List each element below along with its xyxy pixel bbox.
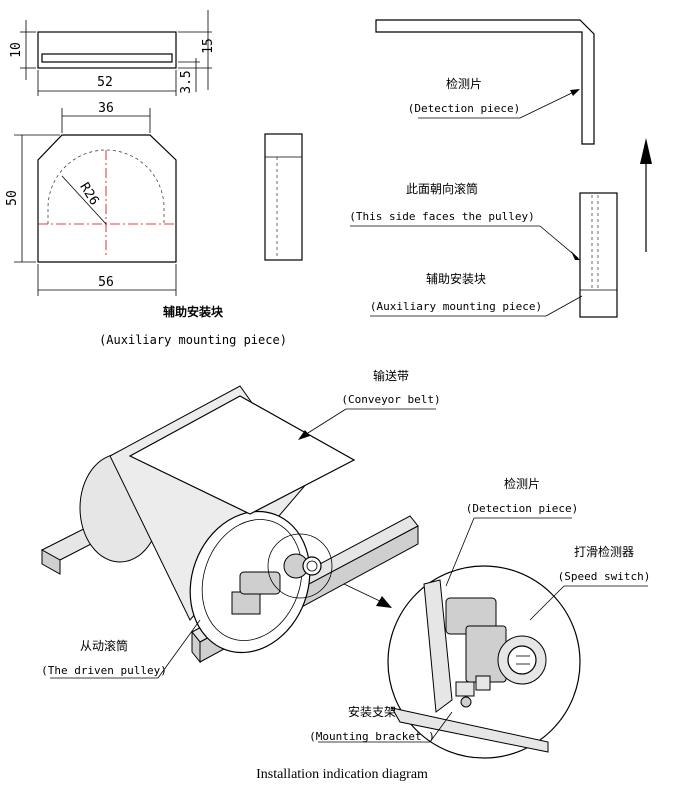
aux-block-en: (Auxiliary mounting piece) bbox=[370, 300, 542, 313]
belt-en: (Conveyor belt) bbox=[341, 393, 440, 406]
detection-piece-drawing bbox=[375, 19, 595, 145]
diagram-caption: Installation indication diagram bbox=[256, 767, 428, 782]
dim-15: 15 bbox=[201, 38, 216, 54]
detect-cn: 检测片 bbox=[504, 476, 540, 491]
assembly-leaders bbox=[50, 408, 648, 743]
detection-en: (Detection piece) bbox=[408, 102, 521, 115]
detect-en: (Detection piece) bbox=[466, 502, 579, 515]
detail-zoom-circle bbox=[387, 565, 581, 759]
side-view-drawing: 10 15 3.5 52 bbox=[9, 10, 216, 96]
dim-52: 52 bbox=[97, 75, 113, 90]
pulley-cn: 从动滚筒 bbox=[80, 638, 128, 653]
direction-arrow bbox=[640, 138, 652, 252]
detection-cn: 检测片 bbox=[446, 76, 482, 91]
belt-cn: 输送带 bbox=[373, 368, 409, 383]
dim-36: 36 bbox=[98, 101, 114, 116]
aux-piece-front-view: R26 36 50 56 bbox=[5, 101, 177, 296]
switch-en: (Speed switch) bbox=[558, 570, 651, 583]
switch-cn: 打滑检测器 bbox=[574, 544, 634, 559]
side-faces-cn: 此面朝向滚筒 bbox=[406, 181, 478, 196]
bracket-en: (Mounting bracket ) bbox=[309, 730, 435, 743]
aux-piece-side-view bbox=[264, 133, 303, 261]
bracket-cn: 安装支架 bbox=[348, 704, 396, 719]
aux-piece-title-cn: 辅助安装块 bbox=[163, 304, 224, 319]
dim-3-5: 3.5 bbox=[179, 70, 194, 93]
aux-piece-title-en: (Auxiliary mounting piece) bbox=[99, 333, 287, 347]
dim-10: 10 bbox=[9, 42, 24, 58]
pulley-en: (The driven pulley) bbox=[41, 664, 167, 677]
dim-56: 56 bbox=[98, 275, 114, 290]
conveyor-assembly bbox=[40, 385, 419, 664]
dim-r26: R26 bbox=[76, 180, 101, 208]
aux-block-cn: 辅助安装块 bbox=[426, 271, 486, 286]
side-faces-en: (This side faces the pulley) bbox=[349, 210, 534, 223]
aux-block-right-drawing bbox=[350, 192, 618, 318]
dim-50: 50 bbox=[5, 190, 20, 206]
